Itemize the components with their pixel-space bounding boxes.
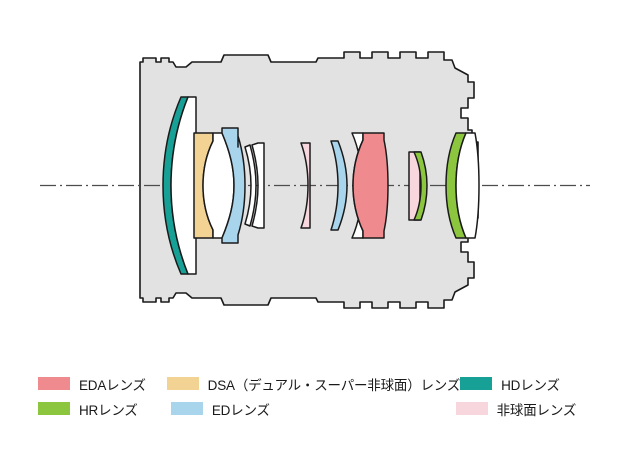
legend-row: EDAレンズ DSA（デュアル・スーパー非球面）レンズ HDレンズ [38,371,598,396]
lens-element-front-white-meniscus [170,96,197,275]
legend: EDAレンズ DSA（デュアル・スーパー非球面）レンズ HDレンズ HRレンズ [0,360,625,471]
legend-row: HRレンズ EDレンズ 非球面レンズ [38,396,598,421]
lens-cross-section-diagram [40,51,590,309]
lens-element-white-meniscus-a [244,144,257,227]
lens-element-rear-white [455,132,480,239]
legend-swatch-eda [38,377,70,390]
lens-element-hr-small [413,151,428,221]
legend-label-ed: EDレンズ [211,402,270,418]
legend-swatch-dsa [166,377,199,390]
legend-swatch-hd [460,377,493,390]
legend-label-hd: HDレンズ [501,377,560,393]
legend-label-dsa: DSA（デュアル・スーパー非球面）レンズ [207,377,461,393]
legend-swatch-ed [170,402,203,415]
lens-element-eda [352,132,389,239]
legend-swatch-aspherical [455,402,488,415]
legend-label-eda: EDAレンズ [79,377,146,393]
legend-swatch-hr [38,402,70,415]
legend-item-dsa: DSA（デュアル・スーパー非球面）レンズ [166,374,461,394]
legend-item-eda: EDAレンズ [38,374,167,394]
legend-label-hr: HRレンズ [79,402,138,418]
legend-item-aspherical: 非球面レンズ [455,399,598,419]
lens-element-aspherical-pink-mid [300,142,311,229]
lens-element-white-meniscus-b [251,142,265,229]
legend-item-hd: HDレンズ [460,374,598,394]
legend-label-aspherical: 非球面レンズ [496,402,577,418]
lens-element-ed-mid [330,140,348,231]
legend-grid: EDAレンズ DSA（デュアル・スーパー非球面）レンズ HDレンズ HRレンズ [38,371,598,421]
lens-svg [40,51,590,309]
legend-item-hr: HRレンズ [38,399,171,419]
lens-element-ed-front [221,127,246,244]
legend-item-ed: EDレンズ [170,399,456,419]
